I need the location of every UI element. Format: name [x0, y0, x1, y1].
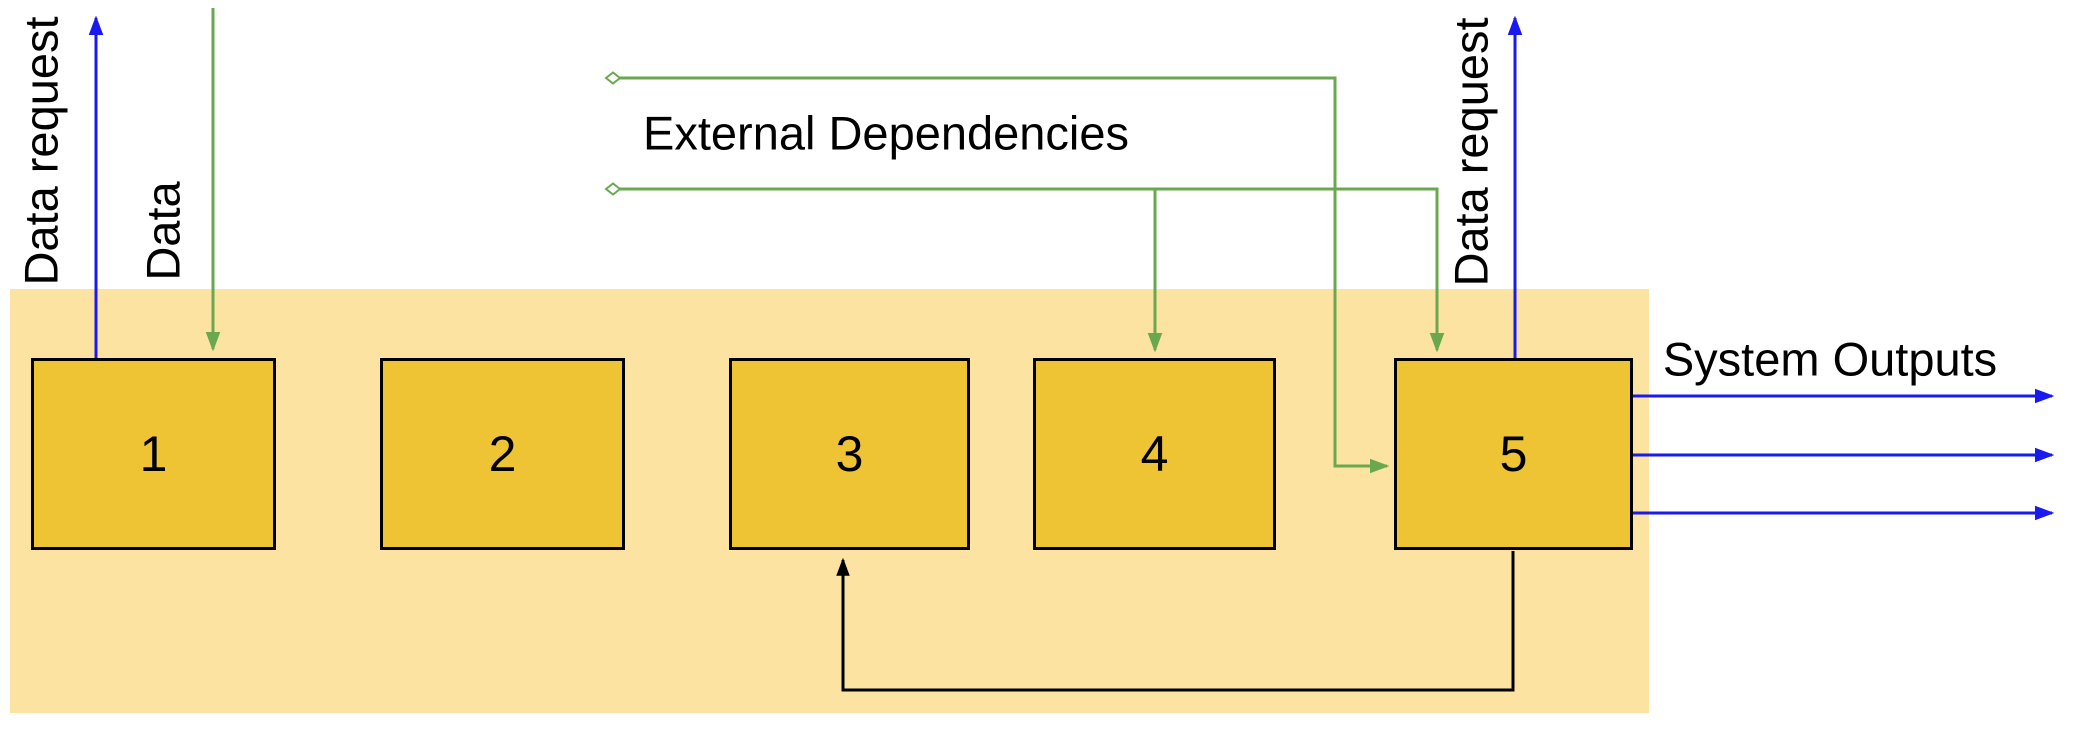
box-label: 2: [488, 426, 517, 482]
process-box-4: 4: [1033, 358, 1276, 550]
external-dependency-line-2: [613, 187, 1445, 353]
feedback-arrow: [836, 551, 1515, 692]
external-source-diamond-1: [604, 71, 622, 85]
external-dependency-line-1: [613, 76, 1390, 474]
label-data: Data: [136, 181, 190, 281]
process-box-1: 1: [31, 358, 276, 550]
label-system-outputs: System Outputs: [1662, 332, 1998, 386]
process-box-3: 3: [729, 358, 970, 550]
box-label: 1: [139, 426, 168, 482]
box-label: 4: [1140, 426, 1169, 482]
label-external-dependencies: External Dependencies: [643, 106, 1129, 160]
process-box-5: 5: [1394, 358, 1633, 550]
label-data-request-right: Data request: [1444, 17, 1498, 287]
label-data-request-left: Data request: [14, 16, 68, 286]
box-label: 3: [835, 426, 864, 482]
external-source-diamond-2: [604, 182, 622, 196]
box-label: 5: [1499, 426, 1528, 482]
process-box-2: 2: [380, 358, 625, 550]
